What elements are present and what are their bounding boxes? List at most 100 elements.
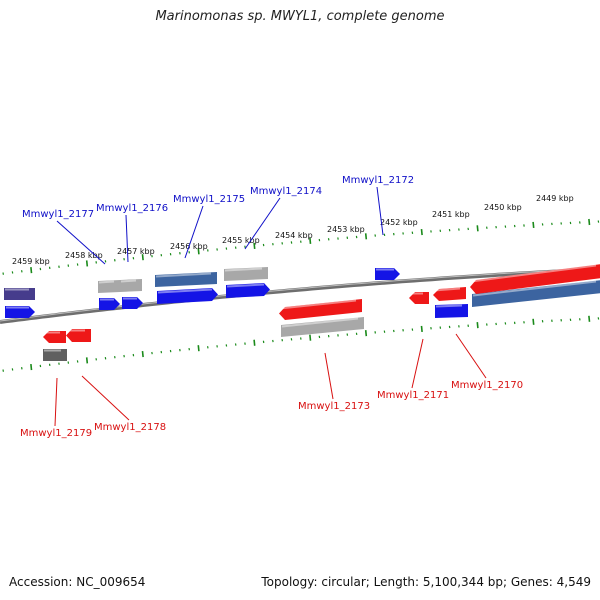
scale-label: 2450 kbp [484, 203, 522, 212]
cds-forward-2171b [435, 304, 468, 318]
cds-reverse-2170b-shine [433, 287, 461, 292]
cds-reverse-2170b-body [433, 287, 466, 301]
cds-forward-2171b-body [435, 304, 468, 318]
upper-scale-tick [476, 225, 479, 232]
feature-gray-2174 [224, 267, 268, 281]
upper-scale-tick [588, 218, 591, 226]
cds-reverse-2173-body [279, 299, 362, 320]
feature-gray-2174-body [224, 267, 268, 281]
feature-gray-2173-shine [281, 317, 359, 328]
upper-scale-tick [30, 267, 33, 274]
forward-gene-leader [376, 186, 384, 236]
reverse-gene-label: Mmwyl1_2170 [451, 380, 523, 391]
cds-reverse-2170b [433, 287, 466, 301]
cds-forward-2171b-shine [435, 304, 463, 308]
lower-scale-tick [141, 351, 144, 358]
scale-label: 2452 kbp [380, 218, 418, 227]
cds-reverse-2179 [43, 331, 66, 343]
scale-label: 2449 kbp [536, 194, 574, 203]
cds-forward-2179 [5, 306, 35, 318]
feature-steel-2175-body [155, 272, 217, 287]
feature-gray-b-body [120, 279, 142, 292]
feature-darkgray-2179 [43, 349, 67, 361]
forward-gene-leader [244, 197, 281, 250]
cds-reverse-2171 [409, 292, 429, 304]
scale-label: 2455 kbp [222, 236, 260, 245]
cds-forward-2177-body [99, 298, 120, 310]
cds-forward-2179-body [5, 306, 35, 318]
feature-gray-2173 [281, 317, 364, 337]
reverse-gene-leader [411, 338, 424, 389]
lower-scale-tick [532, 318, 535, 325]
feature-steel-2175 [155, 272, 217, 287]
cds-forward-2176 [122, 297, 143, 309]
feature-gray-a-body [98, 280, 120, 293]
lower-scale-tick [30, 364, 33, 371]
feature-gray-2173-body [281, 317, 364, 337]
cds-forward-2174-shine [226, 283, 265, 288]
accession-label: Accession: NC_009654 [9, 575, 146, 589]
feature-gray-a [98, 280, 120, 293]
scale-label: 2451 kbp [432, 210, 470, 219]
forward-gene-leader [56, 220, 106, 265]
forward-gene-label: Mmwyl1_2176 [96, 203, 168, 214]
reverse-gene-label: Mmwyl1_2179 [20, 428, 92, 439]
feature-gray-b-shine [120, 279, 137, 283]
feature-steel-2170 [472, 280, 600, 307]
cds-reverse-2170-shine [470, 264, 597, 283]
cds-forward-2174 [226, 283, 270, 298]
reverse-gene-label: Mmwyl1_2171 [377, 390, 449, 401]
genome-summary: Topology: circular; Length: 5,100,344 bp… [261, 575, 591, 589]
scale-label: 2459 kbp [12, 257, 50, 266]
upper-scale-tick [420, 229, 423, 236]
map-title: Marinomonas sp. MWYL1, complete genome [155, 9, 445, 24]
lower-scale-tick [85, 357, 89, 364]
forward-gene-label: Mmwyl1_2172 [342, 175, 414, 186]
cds-forward-2172-body [375, 268, 400, 280]
lower-scale-tick [476, 322, 479, 329]
reverse-gene-leader [324, 352, 334, 400]
cds-forward-2172 [375, 268, 400, 280]
reverse-gene-leader [455, 333, 487, 379]
cds-forward-2175 [157, 288, 218, 304]
feature-gray-b [120, 279, 142, 292]
cds-forward-2175-body [157, 288, 218, 304]
feature-steel-2170-body [472, 280, 600, 307]
reverse-gene-leader [81, 375, 130, 421]
cds-reverse-2178 [66, 329, 91, 342]
feature-purple [4, 288, 35, 300]
feature-steel-2175-shine [155, 272, 212, 278]
cds-forward-2177 [99, 298, 120, 310]
cds-reverse-2171-body [409, 292, 429, 304]
reverse-gene-label: Mmwyl1_2173 [298, 401, 370, 412]
scale-label: 2453 kbp [327, 225, 365, 234]
forward-gene-leader [125, 214, 129, 263]
scale-label: 2458 kbp [65, 251, 103, 260]
cds-reverse-2170-body [470, 264, 600, 294]
reverse-gene-leader [54, 377, 58, 427]
scale-label: 2457 kbp [117, 247, 155, 256]
lower-scale-tick [364, 330, 368, 337]
feature-purple-body [4, 288, 35, 300]
reverse-gene-label: Mmwyl1_2178 [94, 422, 166, 433]
scale-label: 2454 kbp [275, 231, 313, 240]
forward-gene-label: Mmwyl1_2175 [173, 194, 245, 205]
lower-scale-tick [588, 315, 591, 322]
cds-reverse-2173-shine [279, 299, 357, 310]
feature-steel-2170-shine [472, 280, 597, 297]
forward-gene-leader [184, 205, 204, 259]
feature-gray-a-shine [98, 280, 115, 284]
cds-forward-2174-body [226, 283, 270, 298]
upper-scale-tick [141, 254, 144, 261]
upper-scale-tick [364, 233, 368, 240]
cds-reverse-2179-body [43, 331, 66, 343]
lower-scale-tick [253, 339, 256, 346]
upper-scale-tick [532, 221, 535, 229]
cds-forward-2175-shine [157, 288, 213, 294]
forward-gene-label: Mmwyl1_2177 [22, 209, 94, 220]
upper-scale-tick [197, 248, 200, 255]
cds-reverse-2170 [470, 264, 600, 294]
upper-scale-tick [85, 260, 89, 267]
upper-scale-tick [309, 237, 312, 244]
